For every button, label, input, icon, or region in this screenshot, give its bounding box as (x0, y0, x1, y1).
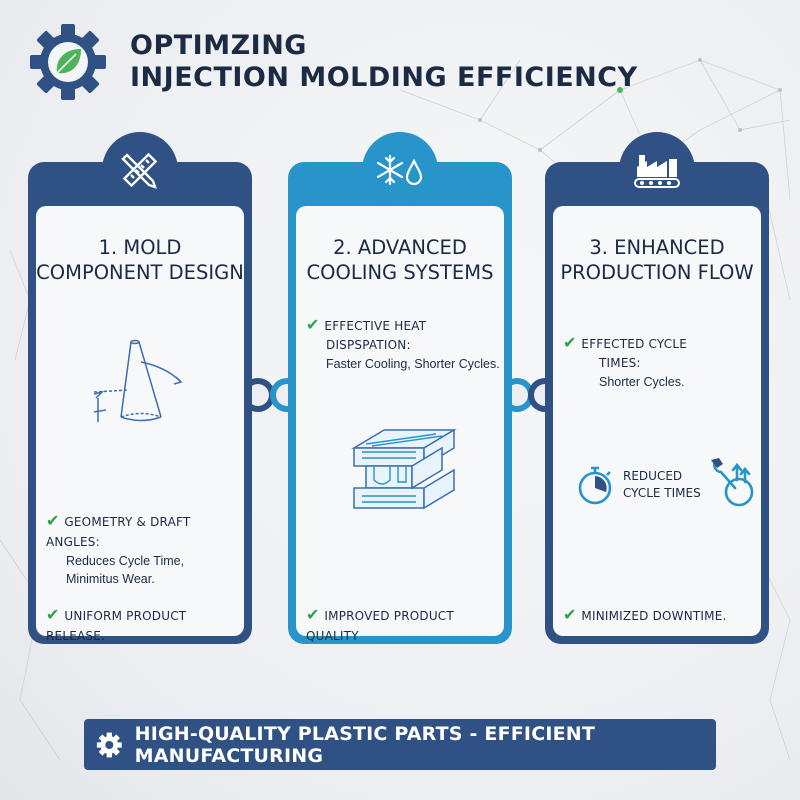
bullet-head: UNIFORM PRODUCT RELEASE. (46, 609, 187, 644)
card-title: 1. MOLD COMPONENT DESIGN (36, 236, 244, 286)
stopwatch-icon (578, 466, 612, 505)
wrench-gears-icon (711, 458, 754, 507)
bullet-uniform-release: ✔UNIFORM PRODUCT RELEASE. (46, 604, 244, 646)
title-line-2: INJECTION MOLDING EFFICIENCY (130, 62, 638, 93)
bullet-head: EFFECTIVE HEAT (324, 319, 427, 333)
mini-label-line-2: CYCLE TIMES (623, 486, 701, 501)
bullet-effected-cycle-times: ✔ EFFECTED CYCLE TIMES: Shorter Cycles. (563, 332, 687, 391)
card-title-line-2: PRODUCTION FLOW (560, 260, 754, 284)
card-body: 3. ENHANCED PRODUCTION FLOW ✔ EFFECTED CY… (553, 206, 761, 636)
card-body: 2. ADVANCED COOLING SYSTEMS ✔ EFFECTIVE H… (296, 206, 504, 643)
reduced-cycle-times-label: REDUCED CYCLE TIMES (623, 468, 701, 503)
checkmark-icon: ✔ (306, 317, 320, 334)
card-advanced-cooling-systems: 2. ADVANCED COOLING SYSTEMS ✔ EFFECTIVE H… (288, 132, 512, 644)
bullet-effective-heat-dissipation: ✔ EFFECTIVE HEAT DISPSPATION: Faster Cool… (306, 314, 500, 373)
bullet-head: IMPROVED PRODUCT QUALITY (306, 609, 454, 644)
bullet-sub: Minimitus Wear. (66, 571, 155, 586)
bullet-sub: Shorter Cycles. (599, 374, 685, 389)
bullet-head: EFFECTED CYCLE (581, 337, 688, 351)
gear-leaf-logo-icon (30, 24, 106, 100)
cooling-channels-block-diagram (351, 428, 457, 510)
snowflake-droplet-icon (376, 154, 423, 186)
checkmark-icon: ✔ (46, 607, 60, 624)
bullet-improved-quality: ✔IMPROVED PRODUCT QUALITY (306, 604, 504, 646)
cone-draft-angle-diagram (93, 339, 183, 422)
bullet-head: DISPSPATION: (326, 338, 411, 353)
checkmark-icon: ✔ (46, 513, 60, 530)
factory-conveyor-icon (634, 155, 680, 188)
footer-text: HIGH-QUALITY PLASTIC PARTS - EFFICIENT M… (134, 722, 596, 767)
bullet-sub: Reduces Cycle Time, (66, 553, 185, 568)
bullet-minimized-downtime: ✔ MINIMIZED DOWNTIME. (563, 604, 727, 627)
card-icon-badge (619, 132, 695, 208)
card-title-line-2: COMPONENT DESIGN (36, 260, 244, 284)
title-line-1: OPTIMZING (130, 30, 307, 62)
bullet-head: MINIMIZED DOWNTIME. (581, 609, 727, 623)
bullet-head: GEOMETRY & DRAFT ANGLES: (46, 515, 191, 550)
card-enhanced-production-flow: 3. ENHANCED PRODUCTION FLOW ✔ EFFECTED CY… (545, 132, 769, 644)
card-title-line-1: 1. MOLD (98, 236, 182, 259)
card-title: 3. ENHANCED PRODUCTION FLOW (553, 236, 761, 286)
header: OPTIMZING INJECTION MOLDING EFFICIENCY (28, 22, 638, 102)
card-title-line-2: COOLING SYSTEMS (306, 260, 494, 284)
ruler-pencil-icon (121, 152, 158, 189)
bullet-geometry-draft-angles: ✔GEOMETRY & DRAFT ANGLES: Reduces Cycle … (46, 510, 244, 588)
checkmark-icon: ✔ (563, 335, 577, 352)
checkmark-icon: ✔ (306, 607, 320, 624)
reduced-cycle-times-graphic: REDUCED CYCLE TIMES (575, 456, 755, 512)
page-title: OPTIMZING INJECTION MOLDING EFFICIENCY (130, 30, 638, 94)
card-mold-component-design: 1. MOLD COMPONENT DESIGN ✔GEOMETRY & DRA… (28, 132, 252, 644)
footer-banner: HIGH-QUALITY PLASTIC PARTS - EFFICIENT M… (84, 719, 716, 770)
bullet-head: TIMES: (599, 356, 641, 371)
mini-label-line-1: REDUCED (623, 469, 683, 483)
card-title: 2. ADVANCED COOLING SYSTEMS (296, 236, 504, 286)
gear-icon (96, 732, 122, 757)
bullet-sub: Faster Cooling, Shorter Cycles. (326, 356, 500, 371)
card-title-line-1: 2. ADVANCED (333, 236, 467, 259)
card-title-line-1: 3. ENHANCED (589, 236, 725, 259)
card-icon-badge (362, 132, 438, 208)
card-icon-badge (102, 132, 178, 208)
card-body: 1. MOLD COMPONENT DESIGN ✔GEOMETRY & DRA… (36, 206, 244, 643)
checkmark-icon: ✔ (563, 607, 577, 624)
